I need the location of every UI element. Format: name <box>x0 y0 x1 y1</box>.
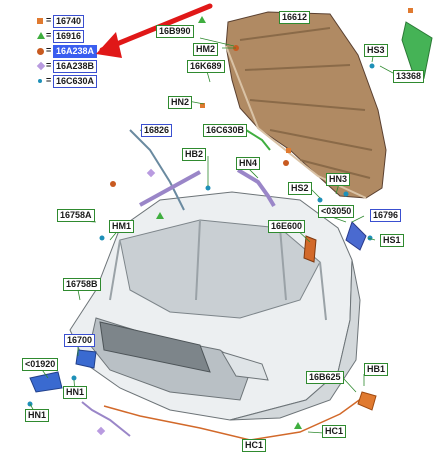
callout-hn1-left[interactable]: HN1 <box>25 409 50 422</box>
callout-16c630b[interactable]: 16C630B <box>203 124 248 137</box>
release-rod <box>81 401 131 437</box>
latch-right <box>357 391 377 411</box>
callout-hn1-center[interactable]: HN1 <box>63 386 88 399</box>
legend-equals: = <box>46 60 52 70</box>
fastener-square-3 <box>408 8 413 13</box>
callout-03050[interactable]: <03050 <box>318 205 355 218</box>
fastener-diamond <box>96 426 106 436</box>
orange-square-icon <box>37 18 43 24</box>
fastener-circle <box>110 181 116 187</box>
bracket-right <box>303 235 317 263</box>
headlamp <box>220 351 269 381</box>
callout-16b625[interactable]: 16B625 <box>306 371 344 384</box>
fastener-dot-3 <box>369 63 375 69</box>
prop-rod <box>129 129 185 211</box>
fastener-dot <box>71 375 77 381</box>
hood-ribbing <box>239 27 373 179</box>
callout-hm1[interactable]: HM1 <box>109 220 135 233</box>
callout-16758b[interactable]: 16758B <box>63 278 101 291</box>
callout-hs1[interactable]: HS1 <box>380 234 404 247</box>
legend-code[interactable]: 16A238B <box>53 60 98 73</box>
legend-equals: = <box>46 75 52 85</box>
callout-16e600[interactable]: 16E600 <box>268 220 306 233</box>
callout-16700[interactable]: 16700 <box>64 334 96 347</box>
callout-hc1-bottom[interactable]: HC1 <box>242 439 267 452</box>
legend-code[interactable]: 16740 <box>53 15 85 28</box>
callout-16b990[interactable]: 16B990 <box>156 25 194 38</box>
callout-16758a[interactable]: 16758A <box>57 209 95 222</box>
green-triangle-icon <box>37 32 45 39</box>
callout-hb1[interactable]: HB1 <box>364 363 389 376</box>
callout-hn3[interactable]: HN3 <box>326 173 351 186</box>
legend-code[interactable]: 16916 <box>53 30 85 43</box>
front-frame <box>109 219 327 321</box>
fastener-dot-5 <box>99 235 105 241</box>
callout-16796[interactable]: 16796 <box>370 209 402 222</box>
fastener-triangle-3 <box>198 16 206 23</box>
latch-center <box>75 349 97 369</box>
callout-01920[interactable]: <01920 <box>22 358 59 371</box>
fastener-square-2 <box>200 103 205 108</box>
fastener-square <box>286 148 291 153</box>
fastener-dot-8 <box>343 191 349 197</box>
fastener-circle-2 <box>283 160 289 166</box>
legend-equals: = <box>46 15 52 25</box>
callout-hc1-right[interactable]: HC1 <box>322 425 347 438</box>
fastener-diamond-2 <box>146 168 156 178</box>
grille <box>99 321 211 373</box>
latch-left <box>29 371 63 393</box>
orange-circle-icon <box>37 48 44 55</box>
fastener-triangle <box>294 422 302 429</box>
callout-hs2[interactable]: HS2 <box>288 182 312 195</box>
engine-bay <box>119 219 321 319</box>
c630b-cable <box>245 129 271 151</box>
callout-hn2[interactable]: HN2 <box>168 96 193 109</box>
callout-hn4[interactable]: HN4 <box>236 157 261 170</box>
callout-13368[interactable]: 13368 <box>393 70 425 83</box>
callout-16826[interactable]: 16826 <box>141 124 173 137</box>
blue-dot-icon <box>38 79 42 83</box>
callout-hs3[interactable]: HS3 <box>364 44 388 57</box>
fastener-dot-7 <box>317 197 323 203</box>
legend-equals: = <box>46 45 52 55</box>
callout-hb2[interactable]: HB2 <box>182 148 207 161</box>
legend-equals: = <box>46 30 52 40</box>
callout-16612[interactable]: 16612 <box>279 11 311 24</box>
right-seal <box>236 168 276 208</box>
car-fender <box>229 259 361 421</box>
hinge-part <box>345 221 367 251</box>
callout-16k689[interactable]: 16K689 <box>187 60 225 73</box>
legend-code[interactable]: 16C630A <box>53 75 98 88</box>
left-seal <box>139 170 201 207</box>
legend-code-highlighted[interactable]: 16A238A <box>53 45 98 58</box>
fastener-dot-4 <box>205 185 211 191</box>
fastener-triangle-2 <box>156 212 164 219</box>
callout-hm2[interactable]: HM2 <box>193 43 219 56</box>
